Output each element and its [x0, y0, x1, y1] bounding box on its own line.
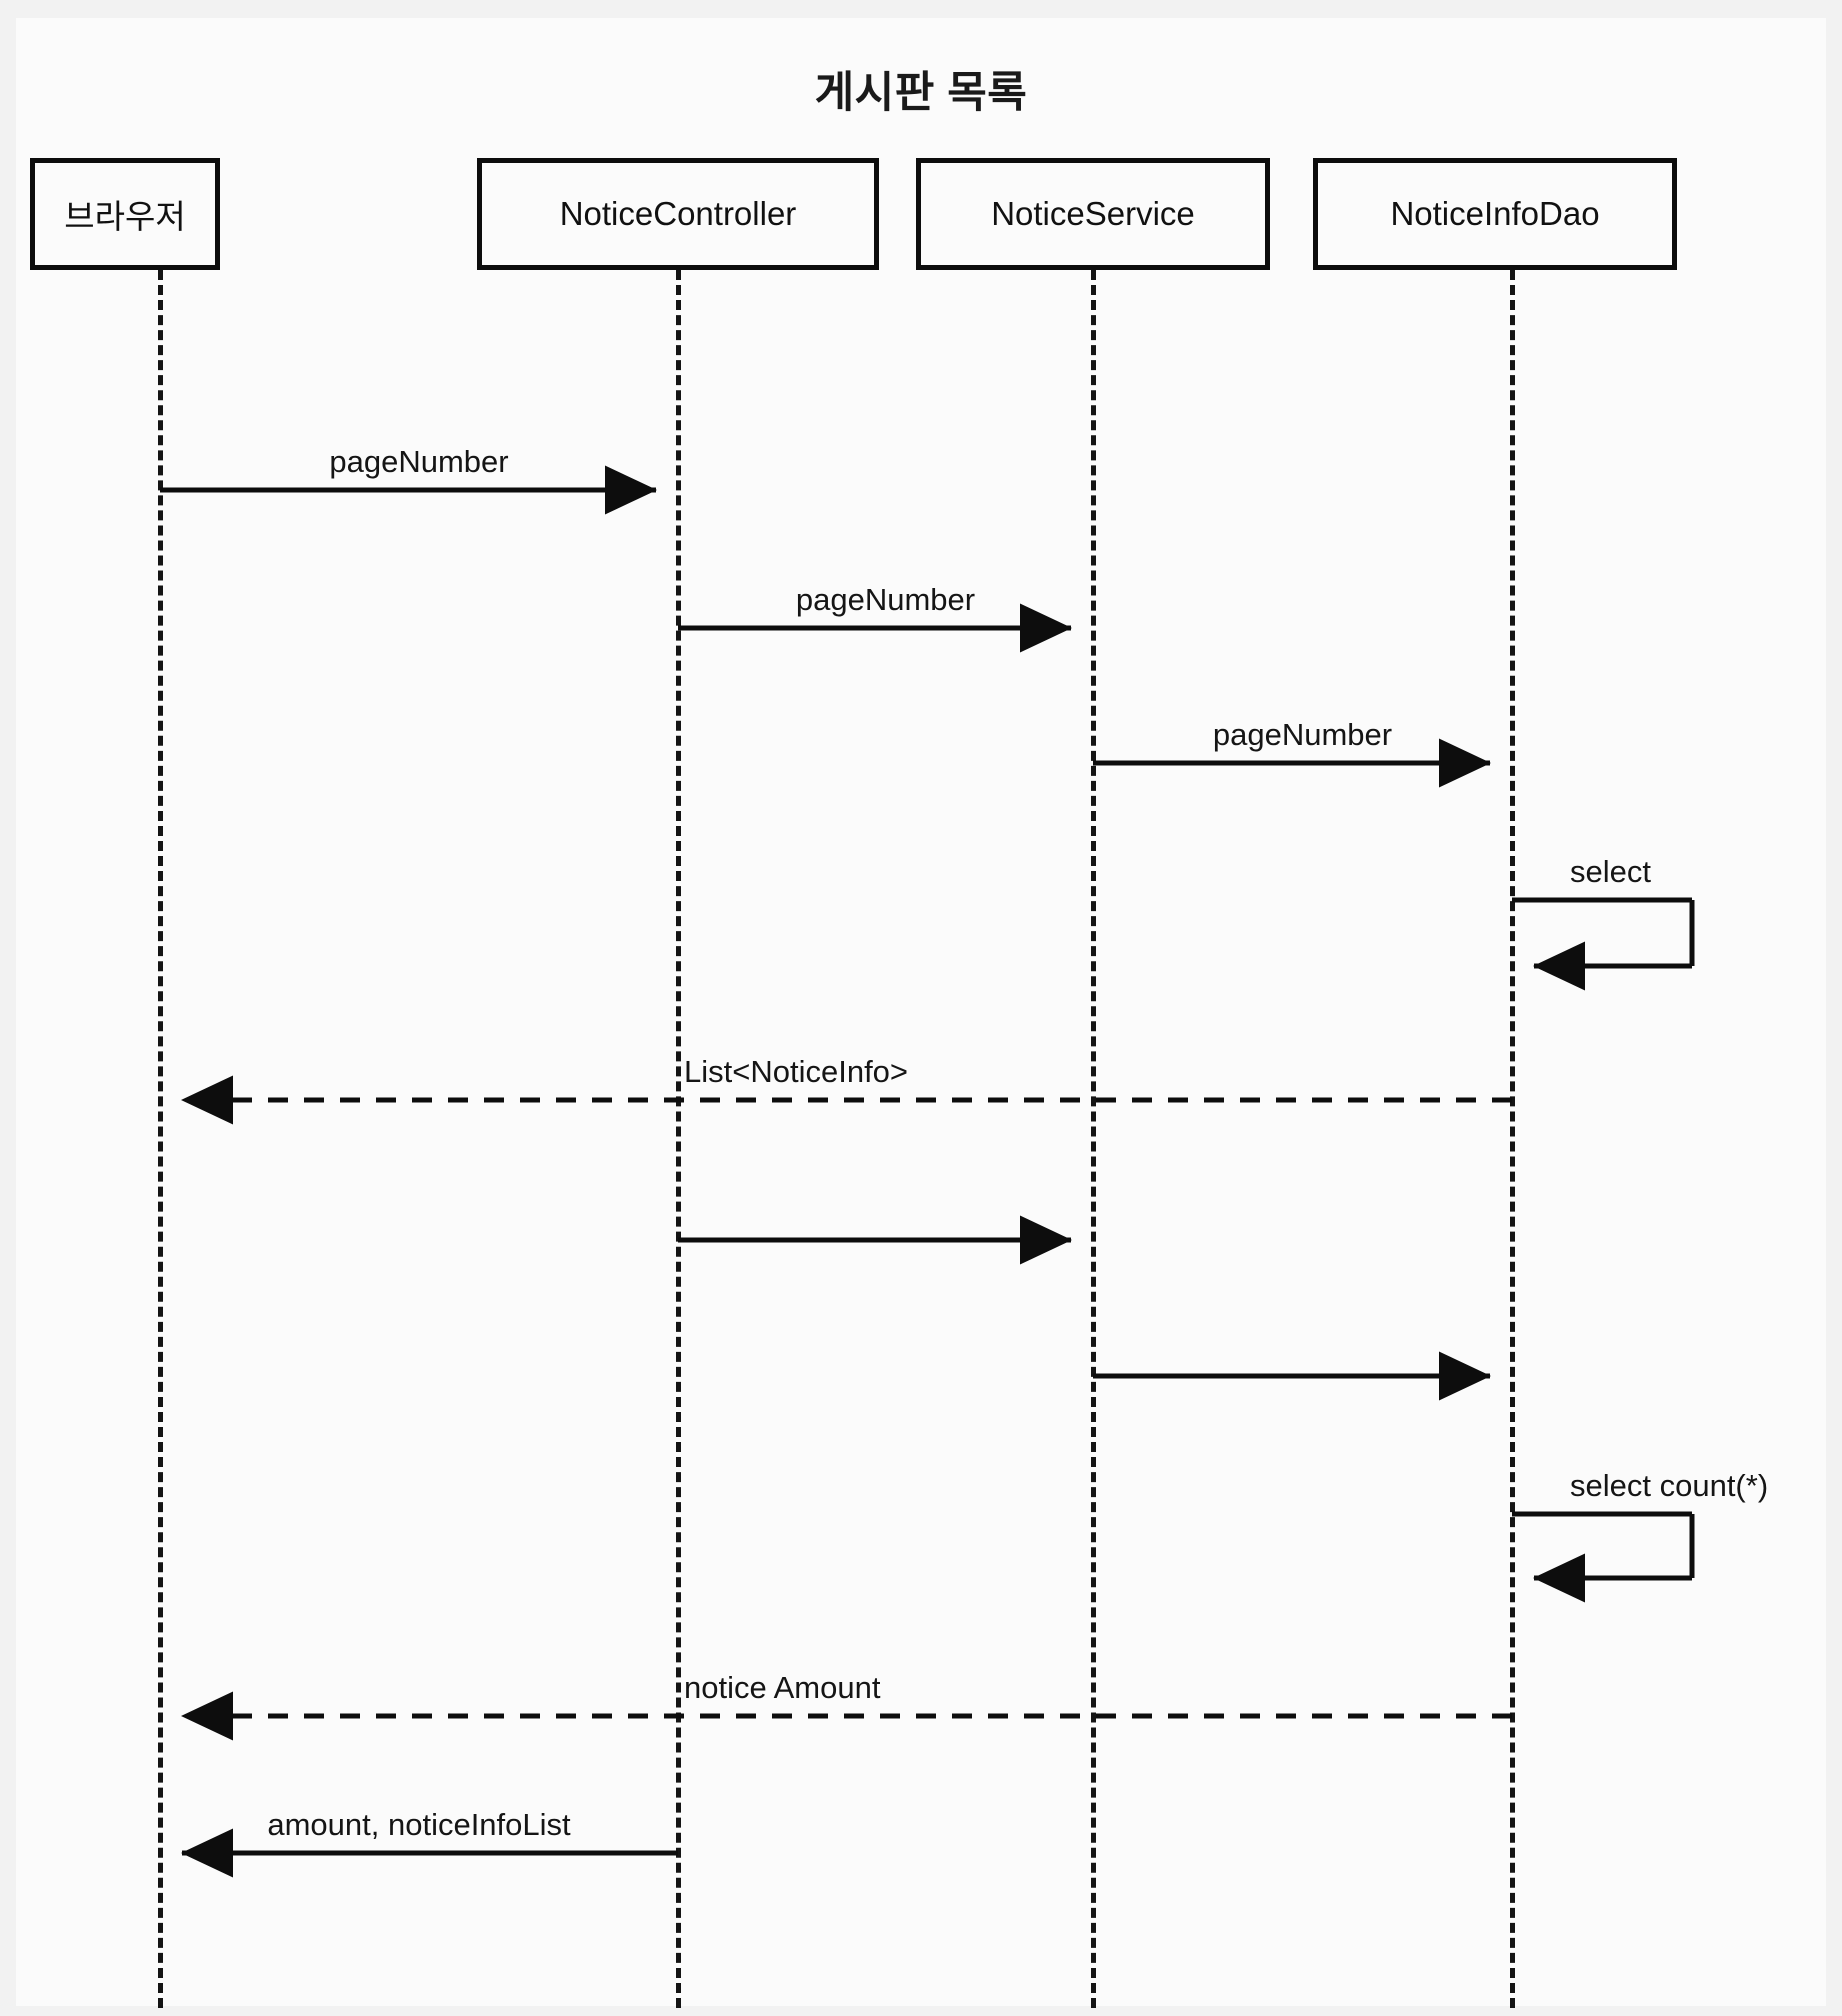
message-label-8: select count(*) [1570, 1468, 1769, 1503]
message-label-5: List<NoticeInfo> [684, 1054, 909, 1089]
participant-box-4[interactable]: NoticeInfoDao [1313, 158, 1677, 270]
message-label-3: pageNumber [1212, 717, 1393, 752]
participant-box-1[interactable]: 브라우저 [30, 158, 220, 270]
participant-box-3[interactable]: NoticeService [916, 158, 1270, 270]
lifeline-3 [1091, 270, 1096, 2008]
message-label-10: amount, noticeInfoList [267, 1807, 571, 1842]
lifeline-4 [1510, 270, 1515, 2008]
participant-label: NoticeService [991, 195, 1195, 232]
message-label-9: notice Amount [684, 1670, 881, 1705]
message-label-1: pageNumber [329, 444, 509, 479]
participant-label: NoticeInfoDao [1390, 195, 1600, 232]
participant-box-2[interactable]: NoticeController [477, 158, 879, 270]
message-layer [160, 465, 1695, 1878]
page-title: 게시판 목록 [814, 69, 1028, 117]
lifeline-2 [676, 270, 681, 2008]
participant-label: NoticeController [559, 195, 797, 232]
lifeline-1 [158, 270, 163, 2008]
participant-label: 브라우저 [64, 198, 186, 235]
message-label-4: select [1570, 854, 1651, 889]
message-label-2: pageNumber [795, 582, 976, 617]
diagram-canvas: 게시판 목록 브라우저 NoticeController NoticeService… [16, 18, 1826, 2008]
